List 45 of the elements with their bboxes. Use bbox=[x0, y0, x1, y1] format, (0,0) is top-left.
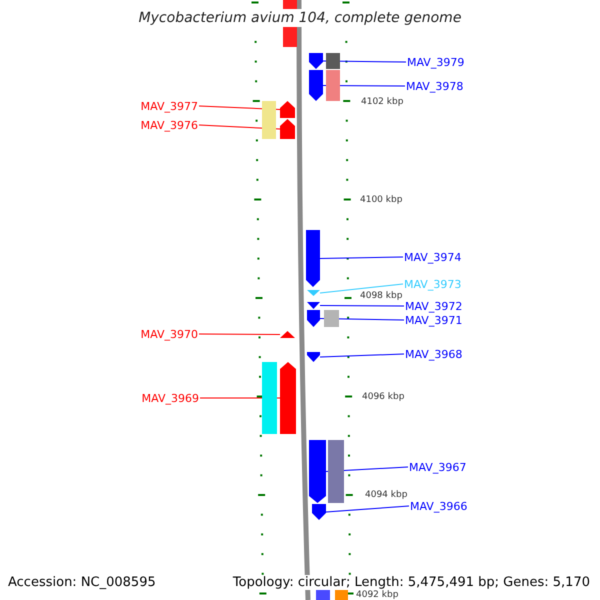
gene-marker bbox=[307, 290, 320, 296]
gene-label: MAV_3974 bbox=[404, 250, 462, 264]
gene-label: MAV_3977 bbox=[140, 100, 198, 112]
gene-bar bbox=[262, 101, 276, 139]
gene-marker bbox=[280, 331, 295, 338]
gene-label: MAV_3968 bbox=[405, 348, 462, 360]
genome-info-text: Topology: circular; Length: 5,475,491 bp; Genes: 5,170 bbox=[232, 575, 590, 590]
leader-line bbox=[320, 318, 404, 320]
leader-line bbox=[320, 256, 404, 259]
accession-text: Accession: NC_008595 bbox=[8, 575, 156, 590]
gene-bar bbox=[326, 53, 340, 69]
gene-label: MAV_3973 bbox=[404, 278, 462, 290]
scale-label: 4102 kbp bbox=[361, 97, 404, 108]
forward-strand-gene bbox=[309, 70, 323, 101]
gene-label: MAV_3978 bbox=[406, 80, 464, 92]
gene-label: MAV_3972 bbox=[405, 300, 462, 312]
scale-label: 4100 kbp bbox=[360, 195, 402, 206]
reverse-strand-gene bbox=[280, 119, 295, 139]
forward-strand-gene bbox=[309, 53, 323, 69]
gene-bar bbox=[324, 310, 339, 327]
gene-label: MAV_3971 bbox=[405, 314, 462, 326]
reverse-strand-gene bbox=[280, 101, 295, 118]
scale-label: 4096 kbp bbox=[362, 392, 404, 403]
gene-label: MAV_3967 bbox=[409, 460, 466, 474]
leader-line bbox=[320, 354, 404, 358]
leader-line bbox=[198, 334, 280, 335]
gene-label: MAV_3969 bbox=[142, 392, 199, 404]
gene-bar bbox=[326, 70, 340, 101]
forward-strand-gene bbox=[306, 230, 320, 287]
reverse-strand-gene bbox=[280, 362, 296, 434]
gene-label: MAV_3976 bbox=[140, 118, 198, 132]
gene-label: MAV_3966 bbox=[410, 500, 468, 512]
gene-bar bbox=[262, 362, 277, 434]
leader-line bbox=[320, 284, 404, 294]
leader-line bbox=[320, 305, 404, 306]
forward-strand-gene bbox=[312, 504, 326, 520]
scale-label: 4098 kbp bbox=[360, 291, 402, 302]
scale-label: 4094 kbp bbox=[365, 490, 408, 501]
forward-strand-gene bbox=[307, 352, 320, 362]
scale-label: 4092 kbp bbox=[356, 590, 398, 600]
leader-line bbox=[326, 506, 410, 512]
gene-label: MAV_3970 bbox=[140, 328, 198, 340]
gene-label: MAV_3979 bbox=[407, 56, 464, 68]
gene-bar bbox=[328, 440, 344, 503]
leader-line bbox=[322, 60, 406, 62]
